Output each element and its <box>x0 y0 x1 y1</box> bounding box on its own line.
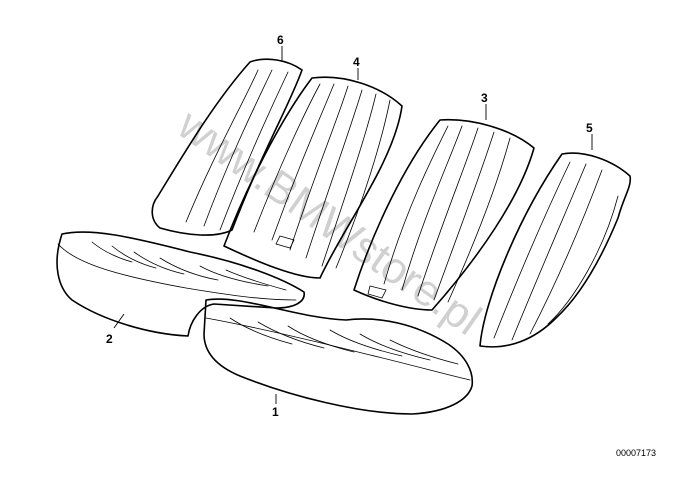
backrest-center-right-part <box>353 118 535 311</box>
callout-3: 3 <box>481 91 488 105</box>
leader-line-2 <box>113 313 125 329</box>
callout-5: 5 <box>586 121 593 135</box>
callout-6: 6 <box>277 33 284 47</box>
callout-2: 2 <box>106 332 113 346</box>
diagram-number: 00007173 <box>615 448 656 458</box>
seat-cushion-right-part <box>203 298 474 415</box>
seat-cushion-left-part <box>56 231 305 337</box>
backrest-right-side-part <box>479 152 632 348</box>
callout-1: 1 <box>272 405 279 419</box>
backrest-center-left-part <box>223 76 403 279</box>
callout-4: 4 <box>353 55 360 69</box>
backrest-left-side-part <box>151 58 303 236</box>
watermark-text: www.BMWstore.pl <box>168 99 489 344</box>
